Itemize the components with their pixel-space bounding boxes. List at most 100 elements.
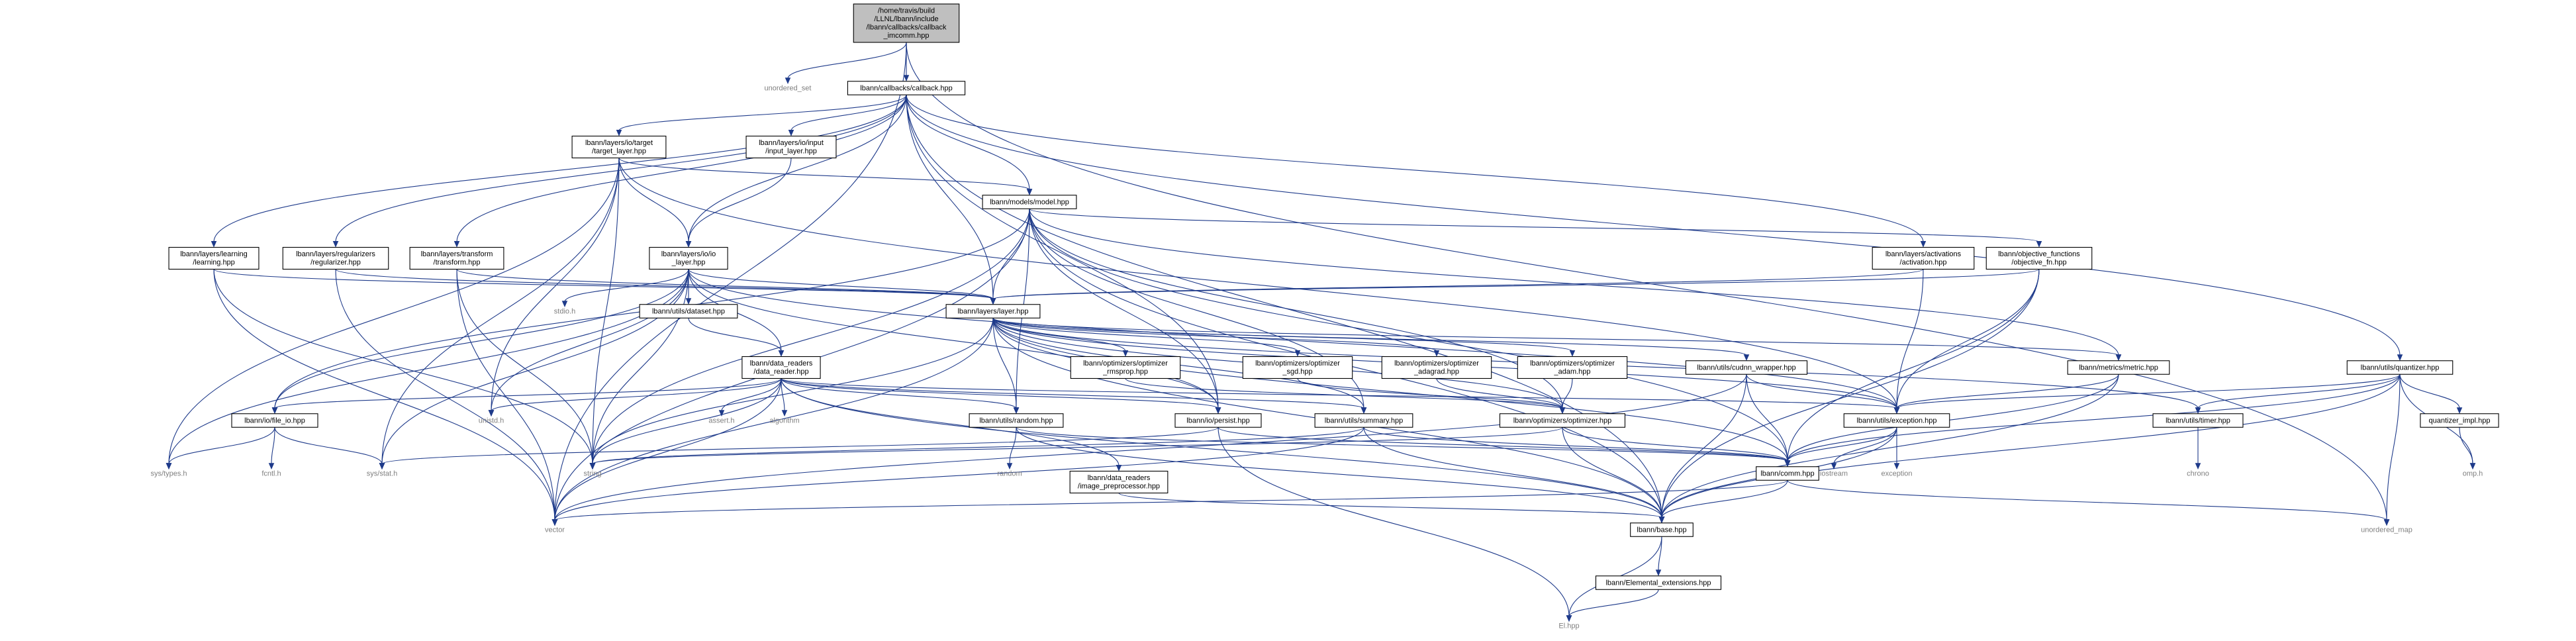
node-opt_adam[interactable]: lbann/optimizers/optimizer_adam.hpp (1517, 356, 1628, 379)
edge-objective_fn-to-base (1658, 269, 2040, 523)
node-box[interactable] (2067, 360, 2170, 375)
node-label: lbann/io/persist.hpp (1186, 417, 1249, 424)
node-box[interactable] (745, 135, 837, 159)
node-box[interactable] (1756, 466, 1819, 481)
node-box[interactable] (847, 81, 966, 95)
node-box[interactable] (945, 304, 1041, 319)
node-box[interactable] (231, 413, 318, 428)
node-quantizer_impl[interactable]: quantizer_impl.hpp (2420, 413, 2499, 428)
node-transform[interactable]: lbann/layers/transform/transform.hpp (409, 246, 504, 270)
node-label: /objective_fn.hpp (2011, 259, 2066, 267)
node-box[interactable] (1630, 522, 1693, 537)
edge-quantizer-to-unordered_map (2383, 374, 2401, 526)
node-box[interactable] (1843, 413, 1950, 428)
arrowhead-icon (1006, 463, 1013, 469)
edge-comm-to-vector (551, 479, 1788, 526)
node-base[interactable]: lbann/base.hpp (1630, 522, 1693, 537)
node-box[interactable] (1685, 360, 1808, 375)
arrowhead-icon (1116, 465, 1122, 471)
node-persist[interactable]: lbann/io/persist.hpp (1174, 413, 1262, 428)
node-model[interactable]: lbann/models/model.hpp (982, 195, 1077, 209)
node-box[interactable] (409, 246, 504, 270)
node-dataset[interactable]: lbann/utils/dataset.hpp (639, 304, 738, 319)
node-optimizer[interactable]: lbann/optimizers/optimizer.hpp (1499, 413, 1626, 428)
node-objective_fn[interactable]: lbann/objective_functions/objective_fn.h… (1985, 246, 2093, 270)
node-box[interactable] (168, 246, 260, 270)
node-algorithm: algorithm (769, 417, 799, 424)
node-box[interactable] (1070, 356, 1181, 379)
node-target_layer[interactable]: lbann/layers/io/target/target_layer.hpp (571, 135, 667, 159)
node-box[interactable] (1242, 356, 1353, 379)
edge-file_io-to-fcntl (268, 427, 275, 469)
node-file_io[interactable]: lbann/io/file_io.hpp (231, 413, 318, 428)
node-cudnn_wrapper[interactable]: lbann/utils/cudnn_wrapper.hpp (1685, 360, 1808, 375)
edge-layer-to-cudnn_wrapper (992, 317, 1750, 361)
node-box[interactable] (1872, 246, 1975, 270)
node-box[interactable] (1595, 575, 1722, 590)
node-elemental_ext[interactable]: lbann/Elemental_extensions.hpp (1595, 575, 1722, 590)
node-io_layer[interactable]: lbann/layers/io/io_layer.hpp (649, 246, 728, 270)
node-random_hpp[interactable]: lbann/utils/random.hpp (969, 413, 1064, 428)
node-label: /activation.hpp (1900, 259, 1947, 267)
node-label: lbann/comm.hpp (1760, 469, 1814, 477)
node-image_preprocessor[interactable]: lbann/data_readers/image_preprocessor.hp… (1069, 470, 1169, 494)
edge-file_io-to-sys_stat (274, 427, 385, 469)
node-label: lbann/data_readers (1088, 474, 1151, 482)
edge-quantizer_impl-to-omp (2459, 427, 2476, 469)
node-box[interactable] (982, 195, 1077, 209)
edges (166, 42, 2476, 622)
node-chrono: chrono (2187, 469, 2209, 477)
node-metric[interactable]: lbann/metrics/metric.hpp (2067, 360, 2170, 375)
node-opt_sgd[interactable]: lbann/optimizers/optimizer_sgd.hpp (1242, 356, 1353, 379)
node-box[interactable] (969, 413, 1064, 428)
node-box[interactable] (1381, 356, 1492, 379)
arrowhead-icon (990, 298, 996, 305)
edge-root-to-vector (551, 42, 907, 526)
node-comm[interactable]: lbann/comm.hpp (1756, 466, 1819, 481)
edge-callback-to-learning (211, 95, 907, 248)
node-box[interactable] (1314, 413, 1413, 428)
arrowhead-icon (2195, 407, 2201, 414)
arrowhead-icon (268, 463, 275, 469)
node-learning[interactable]: lbann/layers/learning/learning.hpp (168, 246, 260, 270)
node-box (853, 3, 960, 43)
edge-quantizer-to-quantizer_impl (2399, 374, 2463, 414)
node-box[interactable] (639, 304, 738, 319)
node-box[interactable] (1174, 413, 1262, 428)
node-activation[interactable]: lbann/layers/activations/activation.hpp (1872, 246, 1975, 270)
node-data_reader[interactable]: lbann/data_readers/data_reader.hpp (741, 356, 821, 379)
edge-io_layer-to-string (589, 269, 689, 469)
node-root: /home/travis/build/LLNL/lbann/include/lb… (853, 3, 960, 43)
node-quantizer[interactable]: lbann/utils/quantizer.hpp (2346, 360, 2454, 375)
node-regularizer[interactable]: lbann/layers/regularizers/regularizer.hp… (282, 246, 389, 270)
node-box[interactable] (1517, 356, 1628, 379)
node-summary[interactable]: lbann/utils/summary.hpp (1314, 413, 1413, 428)
arrowhead-icon (788, 130, 794, 136)
node-box[interactable] (649, 246, 728, 270)
node-box[interactable] (741, 356, 821, 379)
edge-data_reader-to-persist (781, 378, 1221, 414)
arrowhead-icon (2036, 241, 2042, 248)
node-timer[interactable]: lbann/utils/timer.hpp (2152, 413, 2244, 428)
node-label: _layer.hpp (671, 259, 706, 267)
node-callback[interactable]: lbann/callbacks/callback.hpp (847, 81, 966, 95)
arrowhead-icon (2115, 354, 2122, 361)
node-opt_rmsprop[interactable]: lbann/optimizers/optimizer_rmsprop.hpp (1070, 356, 1181, 379)
edge-layer-to-metric (992, 317, 2122, 361)
node-box[interactable] (282, 246, 389, 270)
node-opt_adagrad[interactable]: lbann/optimizers/optimizer_adagrad.hpp (1381, 356, 1492, 379)
node-input_layer[interactable]: lbann/layers/io/input/input_layer.hpp (745, 135, 837, 159)
node-box[interactable] (1499, 413, 1626, 428)
node-box[interactable] (2346, 360, 2454, 375)
node-box[interactable] (1985, 246, 2093, 270)
edge-objective_fn-to-comm (1784, 269, 2040, 467)
node-exception[interactable]: lbann/utils/exception.hpp (1843, 413, 1950, 428)
node-box[interactable] (2420, 413, 2499, 428)
node-box[interactable] (2152, 413, 2244, 428)
node-label: stdio.h (554, 307, 575, 315)
arrowhead-icon (1294, 350, 1301, 357)
node-box[interactable] (1069, 470, 1169, 494)
node-stdio: stdio.h (554, 307, 575, 315)
node-box[interactable] (571, 135, 667, 159)
node-layer[interactable]: lbann/layers/layer.hpp (945, 304, 1041, 319)
